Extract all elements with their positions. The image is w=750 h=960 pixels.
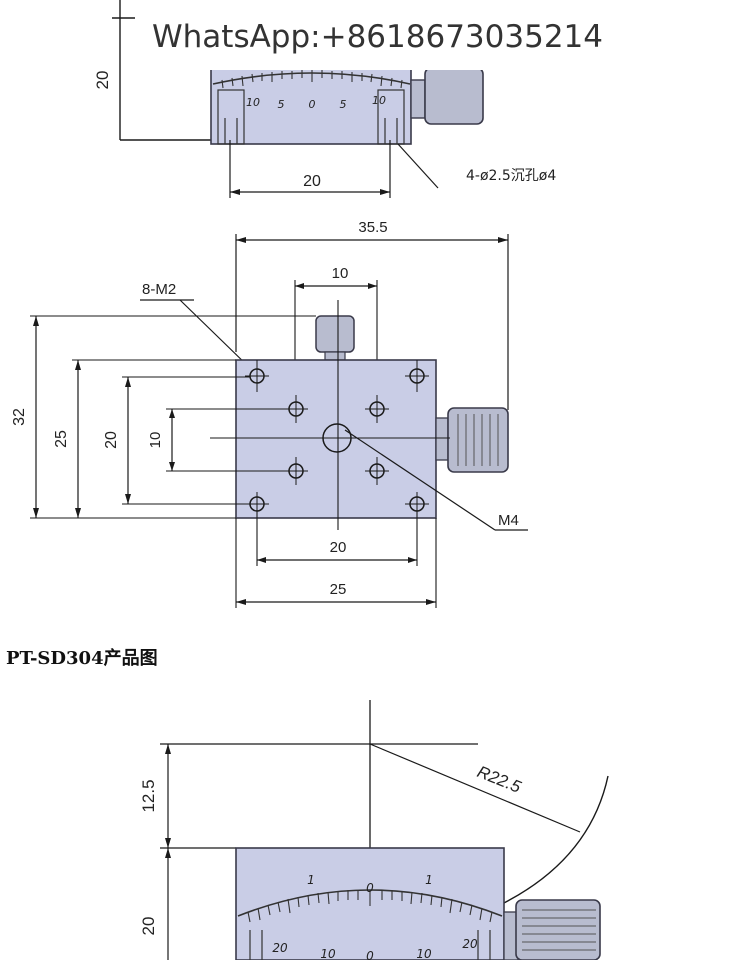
top-scale-ticks	[221, 70, 403, 89]
top-counterbore-left	[217, 89, 245, 145]
plan-base-width-label: 25	[330, 581, 347, 598]
plan-hole-spacing-label: 20	[330, 539, 347, 556]
top-scale-tick-5-left: 5	[278, 98, 285, 111]
bottom-view: 12.5 20 R22.5 1 0 1	[139, 700, 609, 960]
top-scale-tick-10-left: 10	[246, 96, 260, 109]
plan-height-25-label: 25	[53, 430, 70, 448]
plan-top-knob	[315, 315, 355, 353]
bottom-scale-ticks	[247, 890, 493, 923]
plan-right-knob	[447, 407, 509, 473]
top-knob	[424, 67, 484, 125]
top-hole-note: 4-ø2.5沉孔ø4	[466, 168, 556, 184]
plan-right-knob-neck	[435, 417, 449, 461]
plan-center-thread-label: M4	[498, 512, 519, 529]
top-scale-tick-0: 0	[309, 98, 316, 111]
bottom-radius-label: R22.5	[475, 762, 525, 797]
top-scale-tick-10-right: 10	[372, 94, 386, 107]
top-knob-neck	[410, 79, 426, 119]
plan-center-thread-hole	[322, 423, 352, 453]
bottom-radius-arc	[499, 775, 609, 906]
bottom-scale-tick-10-left: 10	[320, 947, 336, 960]
side-view-top: 20 10 5 0 5 10	[93, 0, 556, 198]
watermark-text: WhatsApp:+8618673035214	[152, 19, 603, 55]
top-counterbore-right	[377, 89, 405, 145]
bottom-height-20-label: 20	[139, 917, 158, 936]
plan-height-32-label: 32	[11, 408, 28, 426]
plan-top-knob-neck	[324, 351, 346, 361]
bottom-scale-tick-20-left: 20	[272, 941, 288, 955]
plan-height-20-label: 20	[103, 431, 120, 449]
plan-overall-width-label: 35.5	[358, 219, 387, 236]
bottom-upper-mark-center: 0	[366, 881, 374, 895]
plan-stage-body	[235, 359, 437, 519]
bottom-knob	[515, 899, 601, 960]
section-title: PT-SD304产品图	[6, 647, 158, 669]
plan-knob-spacing-label: 10	[332, 265, 349, 282]
top-scale-tick-5-right: 5	[340, 98, 347, 111]
bottom-upper-mark-left: 1	[307, 873, 315, 887]
top-height-label: 20	[93, 71, 112, 90]
bottom-height-12-5-label: 12.5	[139, 779, 158, 812]
bottom-scale-tick-0: 0	[366, 949, 374, 960]
plan-height-10-label: 10	[147, 432, 164, 449]
watermark-backdrop	[140, 12, 610, 70]
plan-thread-label: 8-M2	[142, 281, 176, 298]
bottom-scale-tick-10-right: 10	[416, 947, 432, 960]
bottom-scale-tick-20-right: 20	[462, 937, 478, 951]
bottom-upper-mark-right: 1	[425, 873, 433, 887]
plan-view: 35.5 10 8-M2	[11, 219, 528, 608]
top-width-label: 20	[303, 173, 321, 190]
